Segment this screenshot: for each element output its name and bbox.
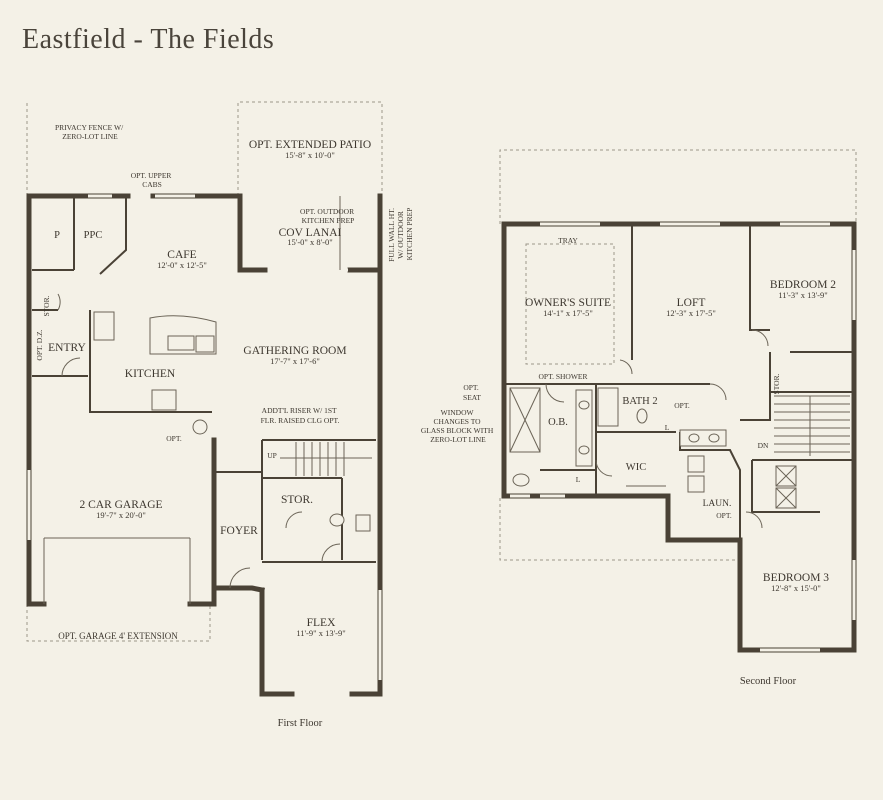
first-floor-plan [26, 101, 383, 697]
opt-laun-note: OPT. [716, 511, 732, 520]
right-exterior-wall [259, 267, 383, 697]
powder-sink [355, 514, 371, 532]
extended-patio-outline [237, 101, 383, 196]
range [151, 389, 177, 411]
opt-dz-label: OPT. D.Z. [35, 329, 44, 360]
stor-2-label: STOR. [772, 373, 781, 394]
bath2-label: BATH 2 [622, 396, 657, 407]
second-floor-plan [499, 149, 857, 653]
left-exterior-wall [26, 193, 47, 607]
bedroom3-label: BEDROOM 3 [763, 572, 829, 584]
page-title: Eastfield - The Fields [22, 24, 275, 55]
entry-walls [32, 309, 212, 413]
opt-kitchen-note: OPT. [166, 434, 182, 443]
dishwasher [195, 335, 215, 353]
wic-label: WIC [626, 462, 646, 473]
pantry-walls [32, 198, 127, 275]
first-floor-label: First Floor [278, 718, 323, 729]
bedroom2-label: BEDROOM 2 [770, 279, 836, 291]
window-note: WINDOW CHANGES TO GLASS BLOCK WITH ZERO-… [421, 408, 495, 444]
loft-dim: 12'-3" x 17'-5" [666, 308, 716, 318]
stor-small-label: STOR. [42, 295, 51, 316]
bedroom2-walls [631, 226, 852, 393]
bedroom3-dim: 12'-8" x 15'-0" [771, 583, 821, 593]
opt-sink [192, 419, 208, 435]
owners-label: OWNER'S SUITE [525, 297, 611, 309]
loft-label: LOFT [677, 297, 706, 309]
garage-right-wall [187, 437, 217, 607]
garage-ext-note: OPT. GARAGE 4' EXTENSION [58, 631, 178, 641]
owners-dim: 14'-1" x 17'-5" [543, 308, 593, 318]
washer [687, 455, 705, 473]
linen-l2-label: L [576, 475, 581, 484]
garage-dim: 19'-7" x 20'-0" [96, 510, 146, 520]
patio-dim: 15'-8" x 10'-0" [285, 150, 335, 160]
dryer [687, 475, 705, 493]
lanai-label: COV LANAI [279, 227, 342, 239]
tray-note: TRAY [558, 236, 578, 245]
garage-label: 2 CAR GARAGE [79, 499, 162, 511]
cafe-dim: 12'-0" x 12'-5" [157, 260, 207, 270]
linen-l1-label: L [665, 423, 670, 432]
bedroom2-dim: 11'-3" x 13'-9" [778, 290, 827, 300]
flex-label: FLEX [307, 617, 336, 629]
toilet-first-floor [329, 513, 345, 527]
stair-hall-walls [740, 392, 771, 421]
refrigerator [93, 311, 115, 341]
owners-toilet [512, 473, 530, 487]
ppc-label: PPC [84, 230, 103, 241]
second-floor-roof-outline [499, 149, 857, 224]
bath2-toilet [636, 408, 648, 424]
second-floor-label: Second Floor [740, 676, 797, 687]
kitchen-sink [167, 335, 195, 351]
dn-label: DN [758, 441, 769, 450]
opt-seat-note: OPT. SEAT [463, 383, 481, 402]
cafe-label: CAFE [167, 249, 196, 261]
patio-label: OPT. EXTENDED PATIO [249, 139, 371, 151]
flex-dim: 11'-9" x 13'-9" [296, 628, 345, 638]
stor-label: STOR. [281, 494, 313, 506]
first-floor-stairs [280, 442, 372, 476]
gathering-label: GATHERING ROOM [243, 345, 346, 357]
porch-wall [211, 585, 265, 593]
tray-ceiling [525, 243, 615, 365]
kitchen-label: KITCHEN [125, 368, 176, 380]
upper-cabs-note: OPT. UPPER CABS [131, 171, 174, 189]
hall-walls [751, 459, 852, 513]
opt-bath-note: OPT. [674, 401, 690, 410]
bath-walls [506, 383, 710, 496]
full-wall-note: FULL WALL HT. W/ OUTDOOR KITCHEN PREP [387, 206, 414, 262]
lanai-dim: 15'-0" x 8'-0" [287, 237, 332, 247]
garage-extension-outline [26, 604, 211, 642]
stair-walls [261, 439, 376, 563]
foyer-label: FOYER [220, 525, 258, 537]
outdoor-kitchen-note: OPT. OUTDOOR KITCHEN PREP [300, 207, 356, 225]
tub [597, 387, 619, 427]
pantry-label: P [54, 230, 60, 241]
lower-roof-outline [499, 498, 736, 561]
up-label: UP [267, 451, 277, 460]
privacy-fence-note: PRIVACY FENCE W/ ZERO-LOT LINE [55, 123, 125, 141]
laundry-label: LAUN. [703, 499, 732, 509]
opt-shower-note: OPT. SHOWER [538, 372, 587, 381]
second-floor-exterior [501, 221, 857, 653]
gathering-dim: 17'-7" x 17'-6" [270, 356, 320, 366]
riser-note: ADDT'L RISER W/ 1ST FLR. RAISED CLG OPT. [261, 406, 340, 425]
ob-label: O.B. [548, 417, 568, 428]
second-floor-stairs [774, 395, 850, 456]
entry-label: ENTRY [48, 342, 86, 354]
